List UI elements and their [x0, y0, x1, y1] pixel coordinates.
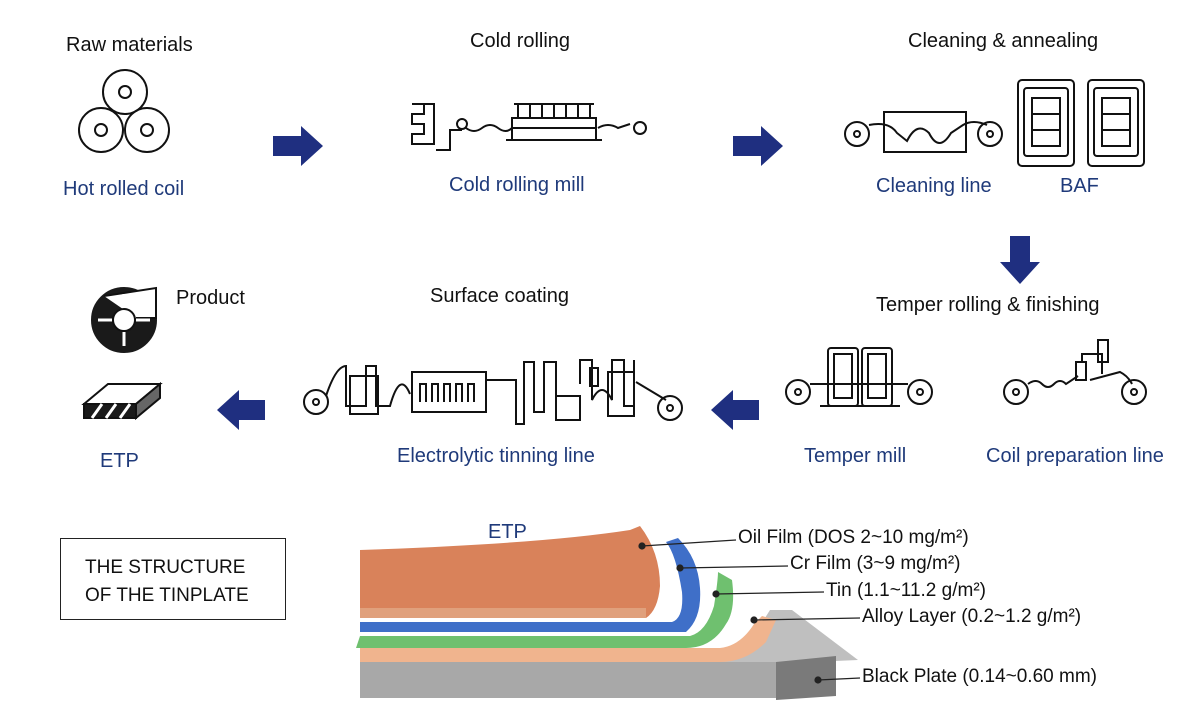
- label-etp-product: ETP: [100, 450, 139, 472]
- structure-title-line2: OF THE TINPLATE: [85, 585, 249, 606]
- coil-preparation-line-icon: [1003, 339, 1147, 405]
- layer-oil: [360, 526, 660, 618]
- arrow-right-2: [733, 126, 783, 166]
- stage-cold-rolling: Cold rolling: [470, 30, 571, 52]
- label-cold-rolling-mill: Cold rolling mill: [449, 174, 585, 196]
- label-temper-mill: Temper mill: [804, 445, 907, 467]
- arrow-left-1: [711, 390, 759, 430]
- label-etp-structure: ETP: [488, 521, 527, 543]
- cleaning-line-icon: [844, 111, 1003, 153]
- stage-cleaning-annealing: Cleaning & annealing: [908, 30, 1099, 52]
- layer-label-oil-film: Oil Film (DOS 2~10 mg/m²): [738, 527, 969, 548]
- arrow-left-2: [217, 390, 265, 430]
- label-electrolytic-tinning-line: Electrolytic tinning line: [397, 445, 595, 467]
- layer-label-cr-film: Cr Film (3~9 mg/m²): [790, 553, 961, 574]
- stage-raw-materials: Raw materials: [66, 34, 193, 56]
- layer-label-alloy-layer: Alloy Layer (0.2~1.2 g/m²): [862, 606, 1082, 627]
- arrow-down: [1000, 236, 1040, 284]
- product-sheet-icon: [81, 381, 163, 421]
- product-coil-icon: [91, 286, 157, 353]
- layer-label-tin: Tin (1.1~11.2 g/m²): [826, 580, 986, 601]
- label-coil-preparation-line: Coil preparation line: [986, 445, 1164, 467]
- arrow-right-1: [273, 126, 323, 166]
- structure-title-box: THE STRUCTURE OF THE TINPLATE: [60, 538, 286, 620]
- layer-alloy: [360, 616, 776, 662]
- layer-label-black-plate: Black Plate (0.14~0.60 mm): [862, 666, 1097, 687]
- baf-icon: [1017, 79, 1145, 167]
- electrolytic-tinning-line-icon: [303, 359, 683, 425]
- layer-cr: [360, 538, 701, 632]
- stage-surface-coating: Surface coating: [430, 285, 569, 307]
- cold-rolling-mill-icon: [411, 103, 647, 151]
- label-hot-rolled-coil: Hot rolled coil: [63, 178, 185, 200]
- label-cleaning-line: Cleaning line: [876, 175, 992, 197]
- stage-product: Product: [176, 287, 245, 309]
- temper-mill-icon: [785, 347, 933, 407]
- stage-temper-rolling: Temper rolling & finishing: [876, 294, 1100, 316]
- tinplate-structure: [356, 526, 858, 700]
- layer-tin: [356, 572, 734, 648]
- structure-title-line1: THE STRUCTURE: [85, 557, 246, 578]
- flow-arrows: [217, 126, 1040, 430]
- label-baf: BAF: [1060, 175, 1099, 197]
- hot-rolled-coil-icon: [78, 69, 170, 153]
- layer-leader-lines: [638, 539, 861, 684]
